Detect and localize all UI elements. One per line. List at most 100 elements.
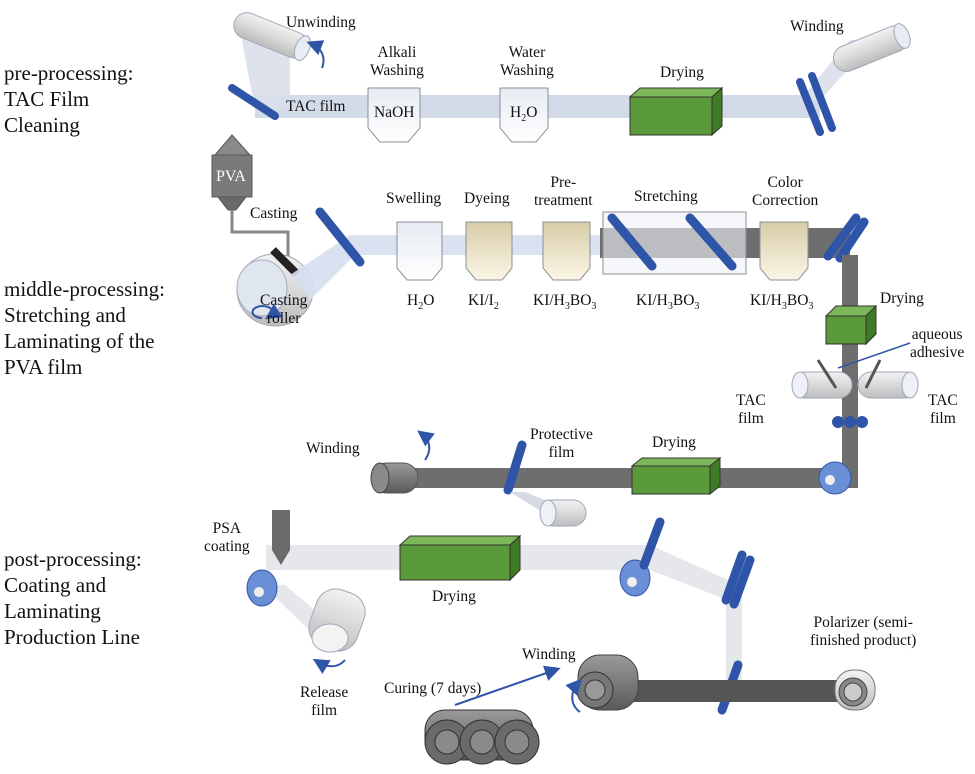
- coating-roller: [246, 569, 278, 607]
- adhesive-nozzle-1: [816, 359, 838, 389]
- top-dryer: [628, 86, 724, 137]
- label-polarizer-2: finished product): [810, 632, 917, 649]
- bottom-film-2: [650, 545, 735, 603]
- stretch-roller-2: [685, 213, 737, 271]
- label-tac-film-left: TAC film: [736, 392, 766, 428]
- bottom-dryer: [398, 534, 522, 582]
- section-pre-line3: Cleaning: [4, 113, 80, 137]
- polarizer-roll: [834, 669, 876, 711]
- corner-roller-mid: [818, 461, 852, 495]
- label-polarizer: Polarizer (semi- finished product): [810, 614, 916, 650]
- label-drying-mid: Drying: [652, 434, 696, 451]
- label-polarizer-1: Polarizer (semi-: [813, 614, 913, 631]
- label-naoh: NaOH: [374, 104, 415, 121]
- section-middle-line4: PVA film: [4, 355, 83, 379]
- guide-roller-top-right-2: [808, 72, 836, 132]
- label-treatment: treatment: [534, 192, 593, 209]
- label-water-washing: Water Washing: [500, 44, 554, 80]
- section-middle-line3: Laminating of the: [4, 329, 155, 353]
- guide-roller-top-left: [228, 84, 279, 120]
- label-alkali: Alkali: [377, 44, 417, 61]
- label-film-rel: film: [311, 702, 338, 719]
- label-color-correction: Color Correction: [752, 174, 818, 210]
- guide-roller-top-right-1: [796, 78, 824, 136]
- polarizer-film: [595, 680, 855, 702]
- top-line: [228, 12, 911, 143]
- section-pre-line1: pre-processing:: [4, 61, 134, 85]
- label-ki-h3bo3-2: KI/H3BO3: [636, 292, 700, 313]
- winding-roll-top: [832, 23, 911, 72]
- tac-roll-left: [791, 371, 853, 399]
- winding-roll-bottom: [576, 654, 639, 711]
- label-dyeing: Dyeing: [464, 190, 510, 207]
- label-pretreatment: Pre- treatment: [534, 174, 593, 210]
- release-arrow-icon: [312, 658, 346, 675]
- adhesive-pointer: [837, 342, 911, 369]
- winding-arrow-bottom-icon: [565, 678, 582, 713]
- protective-roller: [503, 440, 527, 495]
- nip-roll-3: [856, 416, 868, 428]
- label-washing-2: Washing: [500, 62, 554, 79]
- label-swelling: Swelling: [386, 190, 442, 207]
- water-tank: [499, 87, 549, 143]
- label-roller: roller: [266, 310, 301, 327]
- label-winding-top: Winding: [790, 18, 844, 35]
- label-winding-bottom: Winding: [522, 646, 576, 663]
- label-drying-top: Drying: [660, 64, 704, 81]
- label-coating: coating: [204, 538, 250, 555]
- label-aqueous-adhesive: aqueous adhesive: [910, 326, 964, 362]
- pva-hopper: [211, 134, 290, 262]
- label-release: Release: [300, 684, 349, 701]
- curing-rolls: [424, 709, 540, 765]
- middle-line: [211, 134, 919, 527]
- psa-nozzle-tip: [272, 550, 290, 565]
- guide-roller-mid-right-2: [835, 217, 869, 263]
- label-water: Water: [508, 44, 546, 61]
- bottom-dryer-mid: [630, 456, 722, 496]
- alkali-tank: [367, 87, 421, 143]
- label-alkali-washing: Alkali Washing: [370, 44, 424, 80]
- label-h2o-mid: H2O: [407, 292, 435, 313]
- guide-roller-mid-1: [315, 207, 365, 267]
- label-tac-r: TAC: [928, 392, 958, 409]
- label-psa: PSA: [212, 520, 242, 537]
- label-casting-roller: Casting roller: [260, 292, 307, 328]
- stretching-tank: [602, 211, 747, 275]
- label-film-l: film: [737, 410, 764, 427]
- section-post-line2: Coating and: [4, 573, 107, 597]
- label-film-p: film: [548, 444, 575, 461]
- nip-roll-2: [844, 416, 856, 428]
- guide-roller-bottom-2: [729, 555, 755, 609]
- color-tank: [759, 221, 809, 281]
- section-middle-line1: middle-processing:: [4, 277, 165, 301]
- label-h2o-top: H2O: [510, 104, 538, 125]
- curing-arrow: [454, 665, 561, 706]
- section-middle-line2: Stretching and: [4, 303, 126, 327]
- nip-roll-1: [832, 416, 844, 428]
- label-color: Color: [767, 174, 803, 191]
- tac-roll-right: [857, 371, 919, 399]
- section-post-line1: post-processing:: [4, 547, 142, 571]
- section-post-line4: Production Line: [4, 625, 140, 649]
- guide-roller-mid-right-1: [823, 213, 861, 261]
- label-ki-i2: KI/I2: [468, 292, 499, 313]
- pretreatment-tank: [542, 221, 591, 281]
- label-casting: Casting: [250, 205, 298, 222]
- section-middle: middle-processing: Stretching and Lamina…: [4, 276, 165, 380]
- label-curing: Curing (7 days): [384, 680, 482, 697]
- adhesive-nozzle-2: [864, 359, 882, 389]
- label-stretching: Stretching: [634, 188, 698, 205]
- label-film-r: film: [929, 410, 956, 427]
- section-pre: pre-processing: TAC Film Cleaning: [4, 60, 133, 138]
- stretch-roller-1: [607, 213, 657, 271]
- guide-roller-bottom-1: [721, 550, 747, 605]
- label-correction: Correction: [752, 192, 819, 209]
- label-tac-l: TAC: [736, 392, 766, 409]
- laminated-film: [392, 468, 858, 488]
- casting-roller: [236, 247, 314, 327]
- label-protective-film: Protective film: [530, 426, 593, 462]
- protective-roll: [539, 499, 587, 527]
- label-winding-mid: Winding: [306, 440, 360, 457]
- label-pre: Pre-: [550, 174, 577, 191]
- label-drying-vertical: Drying: [880, 290, 924, 307]
